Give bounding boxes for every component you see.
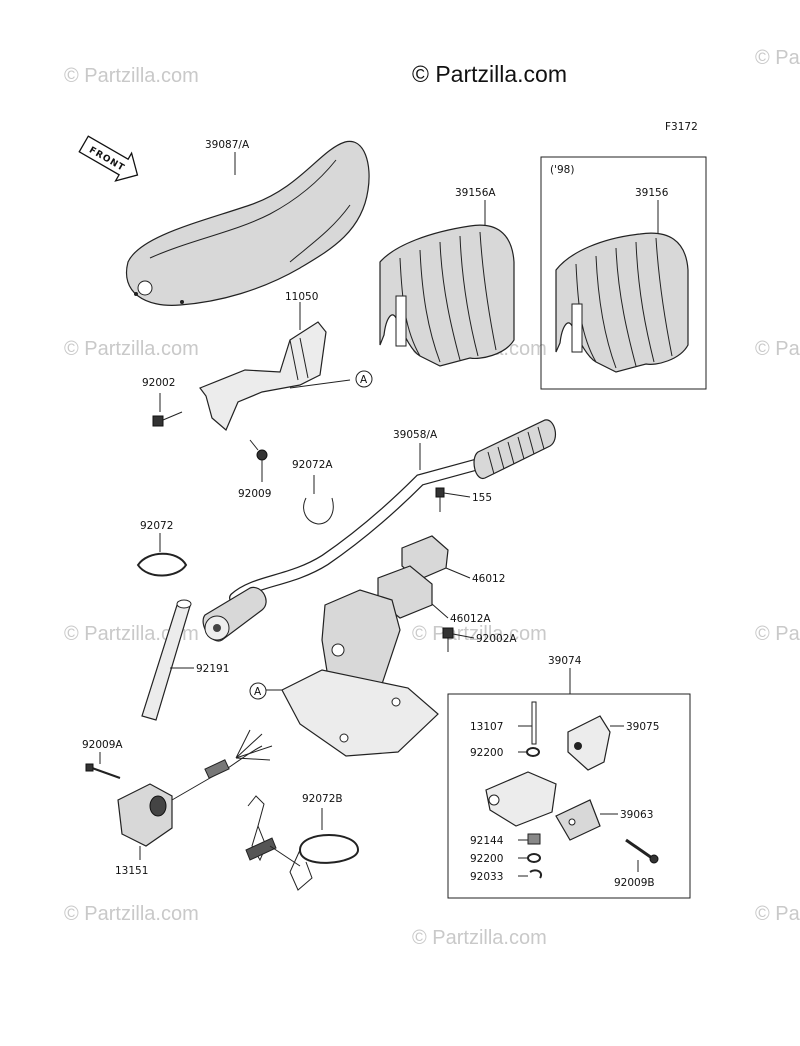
brand-mark: © Partzilla.com <box>412 61 567 87</box>
label-155: 155 <box>472 492 492 504</box>
label-92002A: 92002A <box>476 633 517 645</box>
label-92072A: 92072A <box>292 459 333 471</box>
wire-clip <box>245 795 301 867</box>
figure-code: F3172 <box>665 121 698 133</box>
ref-a-circle: A <box>355 370 373 388</box>
bolt-92009 <box>249 439 268 482</box>
kit-box <box>447 693 691 899</box>
label-39074: 39074 <box>548 655 582 667</box>
label-92009: 92009 <box>238 488 271 500</box>
seat-cover <box>125 140 370 306</box>
clamp-92072 <box>136 533 188 577</box>
screw-92009B <box>625 838 659 872</box>
switch-13151 <box>117 729 273 860</box>
label-92009B: 92009B <box>614 877 655 889</box>
spring-92144 <box>518 833 541 845</box>
screw-92009A <box>85 752 121 779</box>
label-92200b: 92200 <box>470 853 503 865</box>
handlebar <box>202 419 557 642</box>
label-46012: 46012 <box>472 573 505 585</box>
watermark: © Partzilla.com <box>64 65 199 87</box>
label-39087A: 39087/A <box>205 139 250 151</box>
pin-13107 <box>518 701 537 745</box>
label-39058A: 39058/A <box>393 429 438 441</box>
label-92002: 92002 <box>142 377 175 389</box>
watermark: © Partzilla.com <box>412 927 547 949</box>
handle-pole <box>266 589 439 757</box>
label-39063: 39063 <box>620 809 653 821</box>
tube-92191 <box>141 599 194 721</box>
label-92200a: 92200 <box>470 747 503 759</box>
inset-box <box>540 156 707 390</box>
watermark: © Partzilla.com <box>755 338 800 360</box>
watermark: © Partzilla.com <box>755 47 800 69</box>
label-92191: 92191 <box>196 663 229 675</box>
bolt-92002A <box>442 627 475 652</box>
front-arrow-icon: FRONT <box>78 135 139 182</box>
lever-39075 <box>567 715 624 771</box>
bolt-155 <box>435 487 471 512</box>
bracket <box>199 302 351 431</box>
bolt-92002 <box>152 393 183 427</box>
label-11050: 11050 <box>285 291 318 303</box>
clip-92033 <box>518 869 542 879</box>
watermark: © Partzilla.com <box>64 903 199 925</box>
grip-cover-39156A <box>379 200 515 367</box>
label-92033: 92033 <box>470 871 503 883</box>
label-92144: 92144 <box>470 835 504 847</box>
label-39075: 39075 <box>626 721 659 733</box>
watermark: © Partzilla.com <box>64 338 199 360</box>
watermark: © Partzilla.com <box>755 903 800 925</box>
clamp-92072A <box>303 475 334 525</box>
label-39156A: 39156A <box>455 187 496 199</box>
label-46012A: 46012A <box>450 613 491 625</box>
grip-cover-39156 <box>555 200 689 373</box>
washer-92200b <box>518 853 541 863</box>
label-92072B: 92072B <box>302 793 343 805</box>
label-39156: 39156 <box>635 187 669 199</box>
label-92072: 92072 <box>140 520 173 532</box>
ref-a-label: A <box>360 374 368 386</box>
body-block <box>485 771 557 827</box>
label-13151: 13151 <box>115 865 148 877</box>
label-13107: 13107 <box>470 721 503 733</box>
watermark: © Partzilla.com <box>755 623 800 645</box>
washer-92200a <box>518 747 540 757</box>
inset-label: ('98) <box>550 164 574 176</box>
cover-39063 <box>555 799 618 841</box>
ref-a-circle-2: A <box>249 682 267 700</box>
label-92009A: 92009A <box>82 739 123 751</box>
ref-a-label: A <box>254 686 262 698</box>
watermark: © Partzilla.com <box>64 623 199 645</box>
clamp-92072B <box>289 808 360 891</box>
